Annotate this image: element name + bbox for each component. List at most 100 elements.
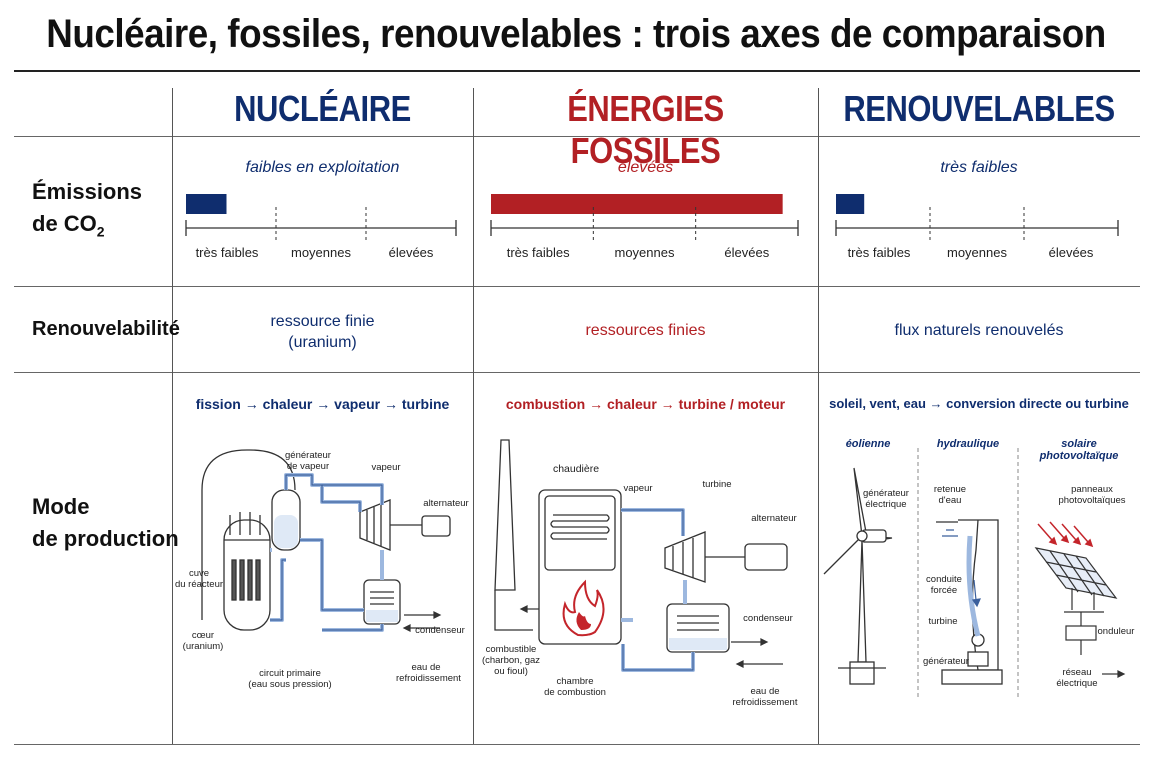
row-rule-2 — [14, 372, 1140, 373]
ren-label-panels-2: photovoltaïques — [1058, 495, 1126, 506]
emissions-renewable-text: très faibles — [940, 159, 1018, 176]
nuc-label-cooling: eau de refroidissement — [396, 662, 461, 684]
header-nuclear: NUCLÉAIRE — [234, 88, 411, 129]
row-label-emissions-sub: 2 — [96, 223, 105, 240]
fos-label-cooling-1: eau de — [750, 686, 780, 697]
col-divider-3 — [818, 88, 819, 744]
prod-fossil-caption: combustion → chaleur → turbine / moteur — [505, 396, 786, 412]
fos-label-turbine: turbine — [702, 479, 732, 490]
ren-label-grid-1: réseau — [1062, 667, 1092, 678]
fos-label-chamber-2: de combustion — [544, 687, 606, 698]
ren-label-gen-1: générateur — [863, 488, 909, 499]
fos-label-fuel: combustible (charbon, gaz ou fioul) — [478, 644, 544, 677]
scale-label-2: élevées — [724, 245, 769, 260]
ren-label-gen: générateur électrique — [858, 488, 914, 510]
sub-wind: éolienne — [845, 438, 891, 450]
sub-hydro: hydraulique — [936, 438, 1000, 450]
emission-bar-renewable — [836, 194, 865, 214]
ren-label-panels: panneaux photovoltaïques — [1052, 484, 1132, 506]
scale-label-1: moyennes — [947, 245, 1007, 260]
header-renewable: RENOUVELABLES — [843, 88, 1115, 129]
nuc-label-condenser: condenseur — [415, 625, 465, 636]
page-title: Nucléaire, fossiles, renouvelables : tro… — [46, 12, 1106, 56]
ren-label-reservoir: retenue d'eau — [926, 484, 974, 506]
nuc-label-primary-2: (eau sous pression) — [248, 679, 332, 690]
scale-label-2: élevées — [1049, 245, 1094, 260]
row-label-emissions: Émissions de CO2 — [32, 176, 142, 247]
nuc-label-generator-1: générateur — [285, 450, 331, 461]
fos-label-fuel-3: ou fioul) — [494, 666, 528, 677]
ren-label-inverter: onduleur — [1097, 626, 1135, 637]
nuc-label-primary-1: circuit primaire — [259, 668, 321, 679]
nuc-label-steam: vapeur — [371, 462, 401, 473]
nuc-label-vessel-1: cuve — [188, 568, 210, 579]
ren-label-reservoir-2: d'eau — [938, 495, 962, 506]
nuc-label-vessel-2: du réacteur — [174, 579, 224, 590]
bottom-rule — [14, 744, 1140, 745]
fos-label-steam: vapeur — [623, 483, 653, 494]
ren-label-panels-1: panneaux — [1071, 484, 1113, 495]
prod-renewable-caption: soleil, vent, eau → conversion directe o… — [829, 396, 1129, 411]
prod-nuclear-caption: fission → chaleur → vapeur → turbine — [195, 396, 450, 412]
scale-label-0: très faibles — [507, 245, 570, 260]
nuc-label-primary: circuit primaire (eau sous pression) — [240, 668, 340, 690]
nuc-label-alternator: alternateur — [423, 498, 469, 509]
renew-nuclear-line1: ressource finie — [270, 313, 375, 330]
renew-renewable-text: flux naturels renouvelés — [894, 322, 1064, 339]
fos-label-chamber: chambre de combustion — [540, 676, 610, 698]
sub-solar: solaire photovoltaïque — [1039, 438, 1119, 462]
ren-label-grid: réseau électrique — [1052, 667, 1102, 689]
nuclear-diagram — [201, 449, 451, 632]
fos-label-condenser: condenseur — [743, 613, 793, 624]
renew-nuclear-text: ressource finie (uranium) — [172, 311, 473, 353]
scale-label-1: moyennes — [291, 245, 351, 260]
row-label-production-line1: Mode — [32, 494, 90, 519]
nuc-label-vessel: cuve du réacteur — [174, 568, 224, 590]
ren-label-turbine: turbine — [928, 616, 958, 627]
flame-icon — [562, 579, 605, 637]
ren-label-penstock: conduite forcée — [920, 574, 968, 596]
emissions-scale-renewable: très faibles moyennes élevées — [835, 194, 1119, 260]
emissions-fossil-text: élevées — [617, 159, 674, 176]
scale-label-0: très faibles — [196, 245, 259, 260]
emission-bar-fossil — [491, 194, 783, 214]
scale-label-0: très faibles — [848, 245, 911, 260]
renew-nuclear-line2: (uranium) — [288, 334, 357, 351]
fos-label-boiler: chaudière — [552, 463, 600, 475]
row-label-emissions-line2: de CO2 — [32, 208, 142, 247]
nuc-label-cooling-1: eau de — [411, 662, 441, 673]
row-label-renewability: Renouvelabilité — [32, 318, 180, 340]
nuc-label-generator: générateur de vapeur — [278, 450, 338, 472]
fos-label-cooling-2: refroidissement — [732, 697, 798, 708]
ren-label-penstock-2: forcée — [930, 585, 958, 596]
scale-label-2: élevées — [389, 245, 434, 260]
col-divider-1 — [172, 88, 173, 744]
renew-fossil-text: ressources finies — [585, 322, 706, 339]
row-label-emissions-co: de CO — [32, 211, 97, 236]
emission-bar-nuclear — [186, 194, 227, 214]
nuc-label-generator-2: de vapeur — [286, 461, 330, 472]
emissions-nuclear-text: faibles en exploitation — [245, 159, 400, 176]
col-divider-2 — [473, 88, 474, 744]
fos-label-fuel-2: (charbon, gaz — [481, 655, 541, 666]
fos-label-chamber-1: chambre — [556, 676, 594, 687]
row-label-production: Mode de production — [32, 491, 179, 555]
emissions-scale-nuclear: très faibles moyennes élevées — [185, 194, 457, 260]
nuc-label-core-1: cœur — [191, 630, 215, 641]
scale-label-1: moyennes — [615, 245, 675, 260]
ren-label-reservoir-1: retenue — [933, 484, 967, 495]
renewable-diagram — [823, 448, 1126, 700]
nuc-label-core-2: (uranium) — [182, 641, 224, 652]
fos-label-alternator: alternateur — [751, 513, 797, 524]
fos-label-cooling: eau de refroidissement — [730, 686, 800, 708]
fossil-diagram — [494, 439, 788, 672]
row-rule-1 — [14, 286, 1140, 287]
ren-label-grid-2: électrique — [1056, 678, 1098, 689]
fos-label-fuel-1: combustible — [485, 644, 537, 655]
ren-label-gen-2: électrique — [865, 499, 907, 510]
nuc-label-cooling-2: refroidissement — [396, 673, 461, 684]
emissions-scale-fossil: très faibles moyennes élevées — [490, 194, 799, 260]
header-rule — [14, 136, 1140, 137]
nuc-label-core: cœur (uranium) — [178, 630, 228, 652]
title-rule — [14, 70, 1140, 72]
